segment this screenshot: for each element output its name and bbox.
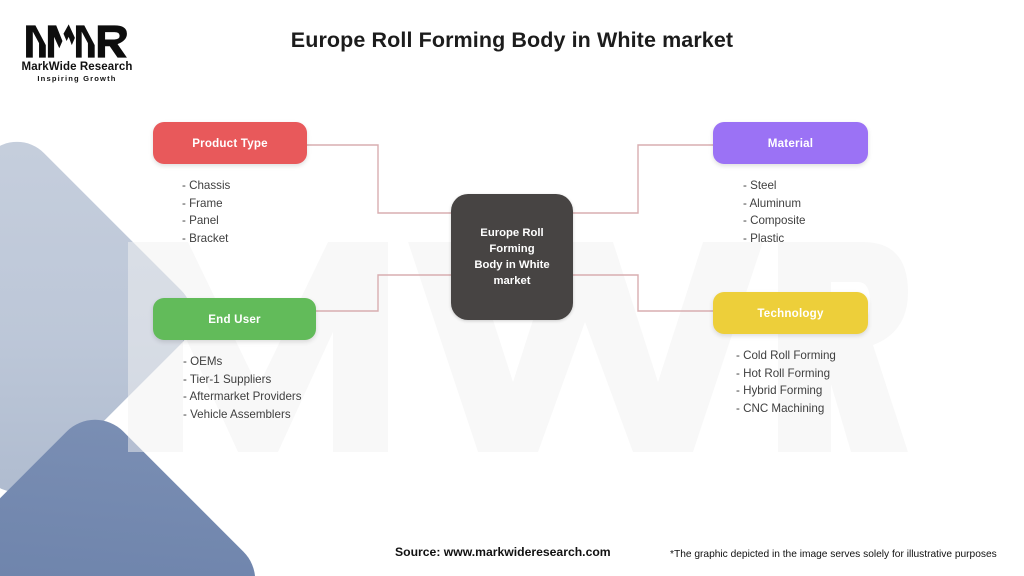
category-label-end-user: End User: [208, 312, 261, 326]
list-item: - Hybrid Forming: [736, 384, 823, 398]
logo-tagline: Inspiring Growth: [37, 74, 117, 83]
list-item: - Vehicle Assemblers: [183, 408, 291, 422]
category-pill-end-user[interactable]: End User: [153, 298, 316, 340]
group-end-user: End User - OEMs - Tier-1 Suppliers - Aft…: [153, 298, 316, 424]
list-item: - Aftermarket Providers: [183, 390, 302, 404]
list-item: - Aluminum: [743, 196, 801, 210]
page-title: Europe Roll Forming Body in White market: [290, 28, 734, 52]
list-item: - CNC Machining: [736, 402, 825, 416]
group-material: Material - Steel - Aluminum - Composite …: [713, 122, 868, 248]
list-item: - Panel: [182, 214, 219, 228]
group-technology: Technology - Cold Roll Forming - Hot Rol…: [713, 292, 868, 418]
list-item: - Cold Roll Forming: [736, 349, 836, 362]
center-hub-label: Europe Roll Forming Body in White market: [474, 226, 550, 288]
list-item: - Chassis: [182, 179, 231, 192]
connector-product-type: [307, 144, 451, 214]
connector-technology: [573, 274, 713, 312]
category-label-technology: Technology: [757, 306, 824, 320]
item-list-material: - Steel - Aluminum - Composite - Plastic: [713, 177, 868, 248]
logo-name: MarkWide Research: [21, 61, 133, 73]
category-pill-material[interactable]: Material: [713, 122, 868, 164]
footer-source: Source: www.markwideresearch.com: [395, 545, 611, 559]
center-hub-node: Europe Roll Forming Body in White market: [451, 194, 573, 320]
connector-end-user: [316, 274, 451, 312]
category-label-product-type: Product Type: [192, 136, 268, 150]
list-item: - Frame: [182, 196, 223, 210]
category-pill-technology[interactable]: Technology: [713, 292, 868, 334]
list-item: - Plastic: [743, 232, 785, 246]
list-item: - Composite: [743, 214, 806, 228]
category-label-material: Material: [767, 136, 814, 150]
list-item: - Bracket: [182, 232, 229, 246]
item-list-product-type: - Chassis - Frame - Panel - Bracket: [153, 177, 307, 248]
list-item: - OEMs: [183, 355, 223, 368]
list-item: - Hot Roll Forming: [736, 366, 831, 380]
category-pill-product-type[interactable]: Product Type: [153, 122, 307, 164]
group-product-type: Product Type - Chassis - Frame - Panel -…: [153, 122, 307, 248]
connector-material: [573, 144, 713, 214]
list-item: - Tier-1 Suppliers: [183, 372, 272, 386]
item-list-technology: - Cold Roll Forming - Hot Roll Forming -…: [713, 347, 868, 418]
list-item: - Steel: [743, 179, 777, 192]
item-list-end-user: - OEMs - Tier-1 Suppliers - Aftermarket …: [153, 353, 316, 424]
logo: MarkWide Research Inspiring Growth: [16, 22, 138, 83]
mwr-monogram-icon: [26, 24, 127, 58]
footer-disclaimer: *The graphic depicted in the image serve…: [670, 549, 997, 560]
